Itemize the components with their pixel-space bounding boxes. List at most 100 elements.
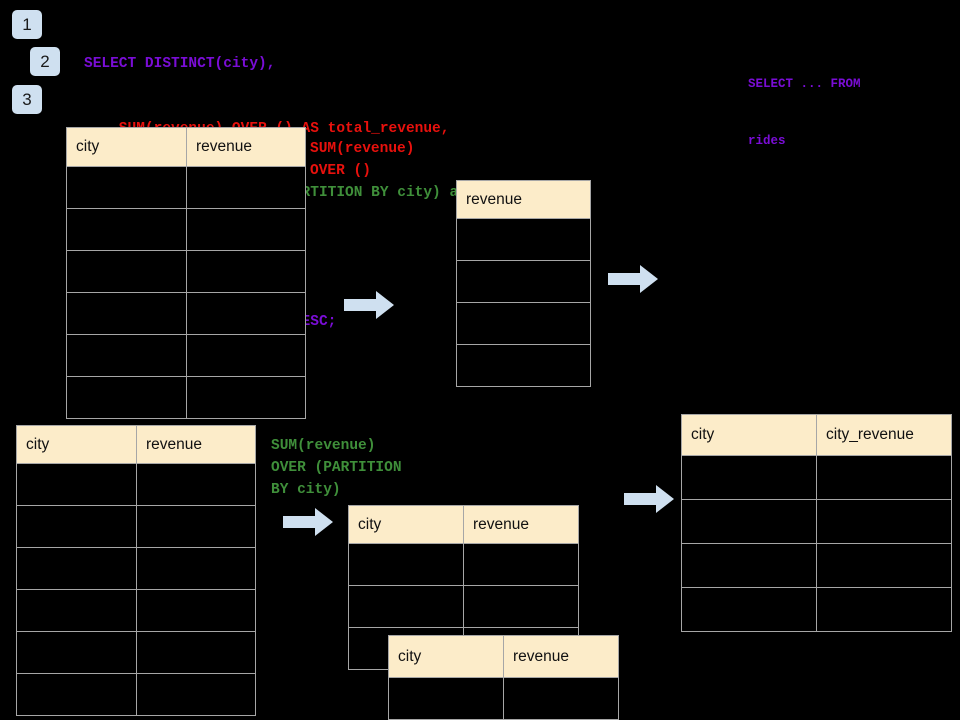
column-header-revenue: revenue [503, 635, 619, 678]
table-partition-front: city revenue [388, 635, 619, 720]
table-header-row: city revenue [388, 635, 619, 678]
table-row [66, 250, 306, 293]
table-cell [348, 585, 464, 628]
table-cell [136, 505, 256, 548]
table-cell [681, 499, 817, 544]
table-row [16, 631, 256, 674]
table-row [681, 587, 952, 632]
table-header-row: city revenue [16, 425, 256, 464]
table-row [66, 166, 306, 209]
table-cell [186, 250, 306, 293]
annotation-total-revenue: SUM(revenue) OVER () [310, 141, 415, 179]
table-header-row: revenue [456, 180, 591, 219]
table-cell [463, 585, 579, 628]
table-row [456, 344, 591, 387]
table-row [388, 677, 619, 720]
table-cell [136, 463, 256, 506]
table-cell [16, 631, 137, 674]
table-cell [816, 455, 952, 500]
sql-line-select: SELECT DISTINCT(city), [84, 56, 276, 72]
table-cell [456, 344, 591, 387]
table-cell [66, 334, 187, 377]
table-cell [186, 166, 306, 209]
table-row [348, 585, 579, 628]
table-row [16, 547, 256, 590]
column-header-city: city [388, 635, 504, 678]
arrow-total-to-result [608, 265, 658, 293]
table-cell [681, 455, 817, 500]
step-badge-1: 1 [12, 10, 42, 39]
table-cell [16, 589, 137, 632]
table-cell [66, 208, 187, 251]
table-row [16, 505, 256, 548]
arrow-partition-to-result [624, 485, 674, 513]
table-cell [816, 543, 952, 588]
table-header-row: city revenue [66, 127, 306, 167]
table-cell [16, 673, 137, 716]
table-cell [816, 587, 952, 632]
table-cell [681, 543, 817, 588]
annotation-city-revenue: SUM(revenue) OVER (PARTITION BY city) [271, 438, 402, 498]
table-row [16, 589, 256, 632]
side-note-line-2: rides [748, 134, 786, 148]
side-note-line-1: SELECT ... FROM [748, 77, 861, 91]
table-cell [503, 677, 619, 720]
table-cell [16, 463, 137, 506]
table-row [66, 208, 306, 251]
table-row [16, 463, 256, 506]
table-cell [136, 673, 256, 716]
table-cell [186, 208, 306, 251]
column-header-revenue: revenue [456, 180, 591, 219]
table-cell [186, 376, 306, 419]
table-row [681, 543, 952, 588]
table-cell [186, 334, 306, 377]
table-cell [66, 250, 187, 293]
column-header-revenue: revenue [463, 505, 579, 544]
table-header-row: city city_revenue [681, 414, 952, 456]
column-header-revenue: revenue [136, 425, 256, 464]
table-row [66, 334, 306, 377]
arrow-source-to-total [344, 291, 394, 319]
table-row [66, 292, 306, 335]
table-cell [681, 587, 817, 632]
table-cell [816, 499, 952, 544]
table-cell [66, 376, 187, 419]
table-cell [16, 505, 137, 548]
column-header-revenue: revenue [186, 127, 306, 167]
table-row [681, 499, 952, 544]
table-cell [456, 260, 591, 303]
column-header-city: city [681, 414, 817, 456]
column-header-city-revenue: city_revenue [816, 414, 952, 456]
table-cell [456, 218, 591, 261]
column-header-city: city [66, 127, 187, 167]
table-result: city city_revenue [681, 414, 952, 632]
column-header-city: city [348, 505, 464, 544]
table-partition-back: city revenue [348, 505, 579, 670]
table-cell [66, 292, 187, 335]
table-cell [348, 543, 464, 586]
table-cell [388, 677, 504, 720]
table-cell [186, 292, 306, 335]
table-row [16, 673, 256, 716]
table-cell [16, 547, 137, 590]
table-cell [456, 302, 591, 345]
table-cell [66, 166, 187, 209]
table-row [348, 543, 579, 586]
table-rides-source: city revenue [66, 127, 306, 419]
table-total-revenue: revenue [456, 180, 591, 387]
table-rides-source-2: city revenue [16, 425, 256, 716]
arrow-source2-to-partition [283, 508, 333, 536]
table-row [66, 376, 306, 419]
table-cell [136, 631, 256, 674]
table-row [456, 260, 591, 303]
step-badge-3: 3 [12, 85, 42, 114]
column-header-city: city [16, 425, 137, 464]
table-cell [136, 547, 256, 590]
table-header-row: city revenue [348, 505, 579, 544]
table-row [681, 455, 952, 500]
table-cell [136, 589, 256, 632]
table-row [456, 218, 591, 261]
step-badge-2: 2 [30, 47, 60, 76]
side-note-select-from: SELECT ... FROM rides [748, 37, 861, 189]
